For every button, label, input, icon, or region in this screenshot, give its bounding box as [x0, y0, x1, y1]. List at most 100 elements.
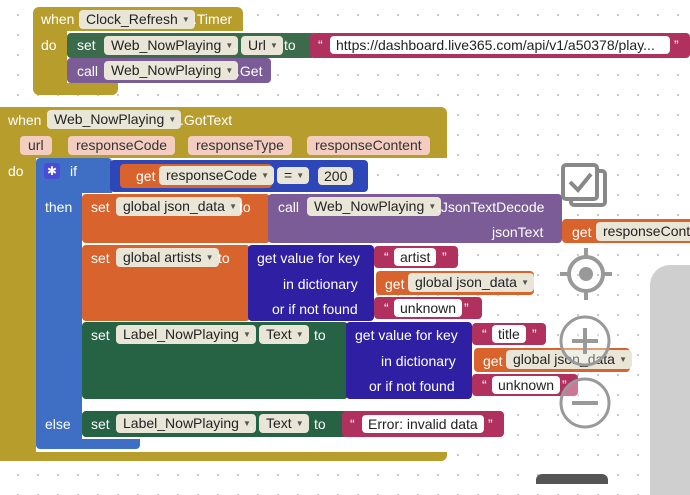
set-keyword: set: [91, 250, 110, 266]
open-quote: “: [482, 326, 487, 342]
gottext-event-body: [0, 157, 36, 453]
close-quote: ”: [532, 326, 537, 342]
artists-var-dropdown[interactable]: global artists▼: [116, 248, 219, 267]
dropdown-arrow-icon: ▼: [243, 330, 251, 339]
to-keyword: to: [218, 250, 230, 266]
close-quote: ”: [442, 249, 447, 265]
set-keyword: set: [91, 327, 110, 343]
compare-value[interactable]: 200: [318, 167, 354, 185]
timer-event-bottom: [33, 83, 118, 95]
trash-icon[interactable]: [536, 474, 608, 484]
decode-method-name: .JsonTextDecode: [437, 199, 545, 215]
clock-component-label: Clock_Refresh: [86, 11, 178, 27]
to-keyword: to: [314, 416, 326, 432]
open-quote: “: [384, 249, 389, 265]
set-keyword: set: [77, 37, 96, 53]
call-component-dropdown[interactable]: Web_NowPlaying▼: [104, 61, 239, 80]
text-property-label: Text: [266, 415, 292, 431]
to-keyword: to: [314, 327, 326, 343]
gottext-component-label: Web_NowPlaying: [54, 111, 165, 127]
zoom-in-icon[interactable]: [558, 314, 612, 368]
unknown-value-2[interactable]: unknown: [492, 376, 561, 394]
decode-component-label: Web_NowPlaying: [314, 198, 425, 214]
param-response-content[interactable]: responseContent: [307, 136, 430, 155]
json-var-dropdown[interactable]: global json_data▼: [116, 197, 242, 216]
json-text-label: jsonText: [492, 224, 544, 240]
operator-label: =: [284, 167, 293, 183]
param-response-code[interactable]: responseCode: [68, 136, 176, 155]
dropdown-arrow-icon: ▼: [261, 171, 270, 180]
dropdown-arrow-icon: ▼: [205, 253, 214, 262]
dot-separator: .: [249, 327, 253, 343]
url-property-label: Url: [248, 37, 266, 53]
label-component-dropdown[interactable]: Label_NowPlaying ▼: [116, 414, 256, 433]
text-property-label: Text: [266, 326, 292, 342]
if-block-side: [36, 192, 82, 440]
call-keyword: call: [77, 63, 99, 79]
response-content-dropdown[interactable]: responseContent: [596, 222, 690, 241]
decode-component-dropdown[interactable]: Web_NowPlaying▼: [307, 197, 442, 216]
dropdown-arrow-icon: ▼: [243, 419, 251, 428]
backpack-icon[interactable]: [560, 162, 610, 210]
label-component-label: Label_NowPlaying: [123, 415, 239, 431]
dict-var-label: global json_data: [415, 274, 517, 290]
get-value-for-key-label: get value for key: [355, 327, 458, 343]
open-quote: “: [384, 300, 389, 316]
label-component-dropdown[interactable]: Label_NowPlaying ▼: [116, 325, 256, 344]
get-var-label: responseCode: [166, 167, 258, 183]
if-keyword: if: [70, 163, 77, 179]
dropdown-arrow-icon: ▼: [225, 41, 234, 50]
dropdown-arrow-icon: ▼: [225, 66, 234, 75]
text-property-dropdown[interactable]: Text▼: [259, 325, 309, 344]
dropdown-arrow-icon: ▼: [521, 278, 529, 287]
clock-component-dropdown[interactable]: Clock_Refresh▼: [79, 10, 195, 29]
text-property-dropdown[interactable]: Text▼: [259, 414, 309, 433]
url-property-dropdown[interactable]: Url▼: [241, 36, 283, 55]
unknown-value-1[interactable]: unknown: [394, 299, 463, 317]
or-if-not-found-label: or if not found: [369, 378, 455, 394]
dropdown-arrow-icon: ▼: [296, 171, 305, 180]
dict-lookup-title-block[interactable]: [346, 322, 472, 399]
gear-icon[interactable]: ✱: [44, 163, 60, 179]
in-dictionary-label: in dictionary: [283, 276, 358, 292]
gottext-component-dropdown[interactable]: Web_NowPlaying▼: [47, 110, 182, 129]
title-key-value[interactable]: title: [492, 325, 526, 343]
dot-separator: .: [249, 416, 253, 432]
close-quote: ”: [464, 300, 469, 316]
operator-dropdown[interactable]: =▼: [277, 167, 310, 184]
zoom-out-icon[interactable]: [558, 376, 612, 430]
get-value-for-key-label: get value for key: [257, 250, 360, 266]
set-keyword: set: [91, 199, 110, 215]
then-keyword: then: [45, 199, 73, 215]
dot-separator: .: [233, 37, 237, 53]
get-keyword: get: [385, 276, 405, 292]
close-quote: ”: [674, 37, 679, 53]
get-var-dropdown[interactable]: responseCode▼: [159, 166, 275, 185]
dropdown-arrow-icon: ▼: [181, 15, 190, 24]
if-block-bottom: [36, 439, 140, 449]
open-quote: “: [318, 37, 323, 53]
close-quote: ”: [488, 416, 493, 432]
when-keyword: when: [8, 112, 42, 128]
param-response-type[interactable]: responseType: [188, 136, 292, 155]
json-var-label: global json_data: [123, 198, 225, 214]
dict-var-dropdown[interactable]: global json_data ▼: [408, 273, 534, 292]
recenter-icon[interactable]: [558, 246, 614, 302]
dict-lookup-artist-block[interactable]: [248, 245, 374, 321]
to-keyword: to: [239, 199, 251, 215]
error-text-value[interactable]: Error: invalid data: [362, 415, 484, 433]
get-keyword: get: [136, 168, 156, 184]
dropdown-arrow-icon: ▼: [269, 41, 278, 50]
call-keyword: call: [278, 199, 300, 215]
web-component-label: Web_NowPlaying: [111, 37, 222, 53]
vertical-scrollbar[interactable]: [650, 265, 690, 495]
param-url[interactable]: url: [20, 136, 52, 155]
or-if-not-found-label: or if not found: [272, 301, 358, 317]
dropdown-arrow-icon: ▼: [168, 115, 177, 124]
url-text-value[interactable]: https://dashboard.live365.com/api/v1/a50…: [330, 36, 670, 54]
artist-key-value[interactable]: artist: [394, 248, 437, 266]
close-quote: ”: [562, 377, 567, 393]
web-component-dropdown[interactable]: Web_NowPlaying▼: [104, 36, 239, 55]
open-quote: “: [350, 416, 355, 432]
label-component-label: Label_NowPlaying: [123, 326, 239, 342]
